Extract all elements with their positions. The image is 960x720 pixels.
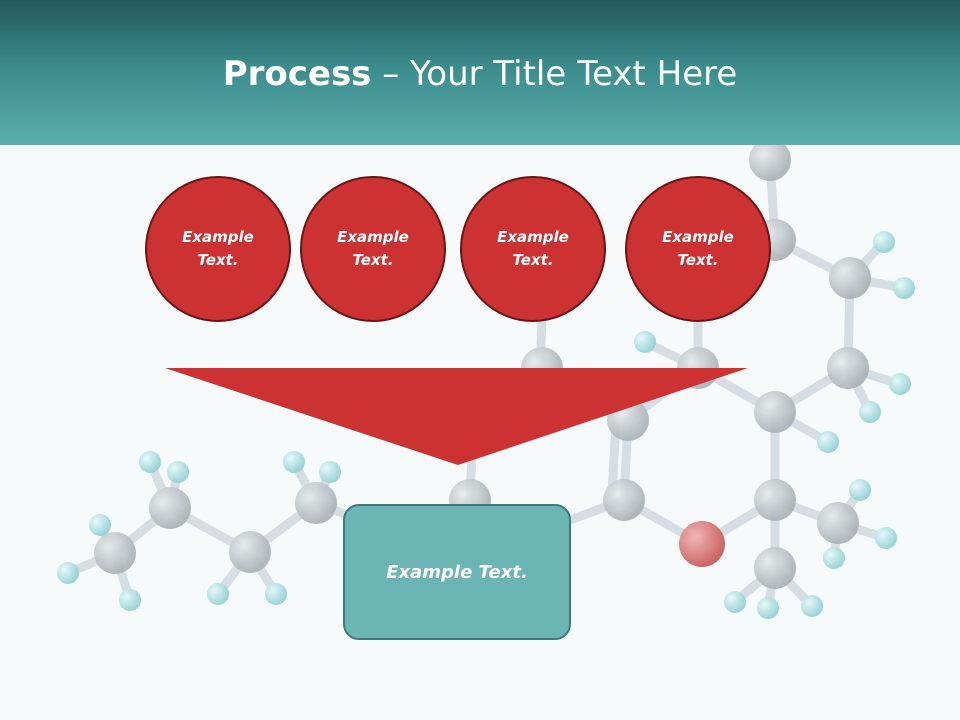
title-bold-part: Process <box>222 54 372 94</box>
slide-title: Process – Your Title Text Here <box>0 52 960 96</box>
result-box: Example Text. <box>343 504 571 640</box>
process-step-label-4: Example Text. <box>662 228 734 269</box>
process-step-circle-2: Example Text. <box>300 176 446 322</box>
process-step-circle-4: Example Text. <box>625 176 771 322</box>
process-step-label-1: Example Text. <box>182 228 254 269</box>
funnel-triangle <box>165 368 748 465</box>
result-label: Example Text. <box>386 561 528 583</box>
process-step-label-2: Example Text. <box>337 228 409 269</box>
process-step-label-3: Example Text. <box>497 228 569 269</box>
process-step-circle-1: Example Text. <box>145 176 291 322</box>
title-rest-part: – Your Title Text Here <box>371 54 738 94</box>
title-banner: Process – Your Title Text Here <box>0 0 960 145</box>
process-step-circle-3: Example Text. <box>460 176 606 322</box>
